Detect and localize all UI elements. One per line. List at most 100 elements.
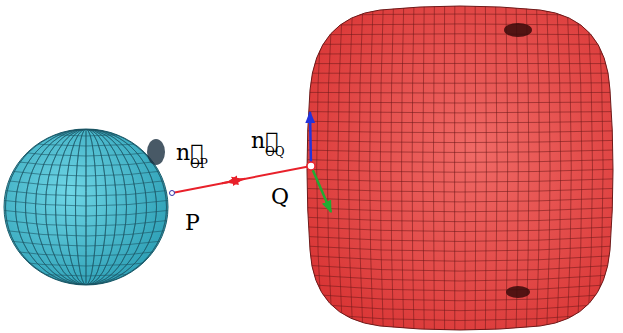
mesh-line [0,240,172,246]
mesh-line [0,220,172,226]
mesh-line [56,129,117,285]
mesh-line [56,129,117,285]
mesh-line [485,0,486,333]
mesh-line [305,121,615,123]
mesh-line [557,0,561,333]
mesh-line [391,0,394,333]
mesh-line [305,246,615,251]
mesh-line [305,53,615,54]
mesh-line [608,0,614,333]
mesh-line [46,129,127,285]
point-label: P [185,212,200,234]
mesh-line [0,130,172,136]
mesh-line [26,129,147,285]
mesh-line [0,200,172,206]
mesh-line [16,129,157,285]
mesh-line [6,129,167,285]
mesh-line [547,0,550,333]
mesh-line [66,129,107,285]
mesh-line [0,280,172,286]
mesh-line [506,0,508,333]
mesh-line [0,230,172,236]
mesh-line [26,129,147,285]
mesh-line [305,227,615,232]
mesh-line [305,256,615,262]
point-label: Q [271,186,289,208]
mesh-line [305,169,615,172]
mesh-line [0,210,172,216]
mesh-line [598,0,604,333]
mesh-line [412,0,414,333]
mesh-line [305,323,615,331]
mesh-line [305,73,615,74]
mesh-line [6,129,167,285]
mesh-line [0,270,172,276]
mesh-line [305,112,615,113]
mesh-line [380,0,383,333]
mesh-line [536,0,539,333]
mesh-line [305,294,615,301]
mesh-line [305,275,615,281]
mesh-line [454,0,455,333]
mesh-line [0,160,172,166]
mesh-line [305,217,615,221]
mesh-line [496,0,497,333]
mesh-line [305,188,615,192]
mesh-line [305,208,615,212]
mesh-line [402,0,404,333]
mesh-line [305,4,615,6]
mesh-line [0,180,172,186]
mesh-line [0,190,172,196]
mesh-line [305,313,615,320]
mesh-line [305,33,615,35]
mesh-line [433,0,434,333]
mesh-line [305,304,615,311]
mesh-line [305,102,615,103]
mesh-line [305,150,615,152]
mesh-line [305,43,615,45]
mesh-line [305,179,615,182]
mesh-line [359,0,363,333]
mesh-line [305,140,615,142]
mesh-line [338,0,343,333]
mesh-line [66,129,107,285]
mesh-line [86,129,87,285]
mesh-line [567,0,571,333]
vector-subscript: OP [190,158,208,170]
mesh-line [305,236,615,241]
mesh-line [305,82,615,83]
mesh-line [305,24,615,25]
mesh-line [305,131,615,133]
mesh-line [76,129,97,285]
mesh-line [327,0,332,333]
mesh-line [305,198,615,202]
mesh-line [0,250,172,256]
mesh-line [443,0,445,333]
mesh-line [475,0,477,333]
mesh-line [465,0,466,333]
mesh-line [305,265,615,271]
mesh-line [76,129,97,285]
mesh-line [370,0,373,333]
mesh-line [526,0,529,333]
vector-subscript: OQ [265,146,285,158]
mesh-line [305,92,615,94]
mesh-line [305,160,615,163]
mesh-line [305,14,615,16]
mesh-line [349,0,353,333]
mesh-line [0,150,172,156]
mesh-line [305,284,615,290]
mesh-line [0,260,172,266]
mesh-line [577,0,582,333]
mesh-line [36,129,137,285]
mesh-line [516,0,518,333]
mesh-line [317,0,323,333]
mesh-line [423,0,424,333]
mesh-line [587,0,592,333]
mesh-line [0,140,172,146]
mesh-line [305,63,615,64]
mesh-line [16,129,157,285]
mesh-line [46,129,127,285]
